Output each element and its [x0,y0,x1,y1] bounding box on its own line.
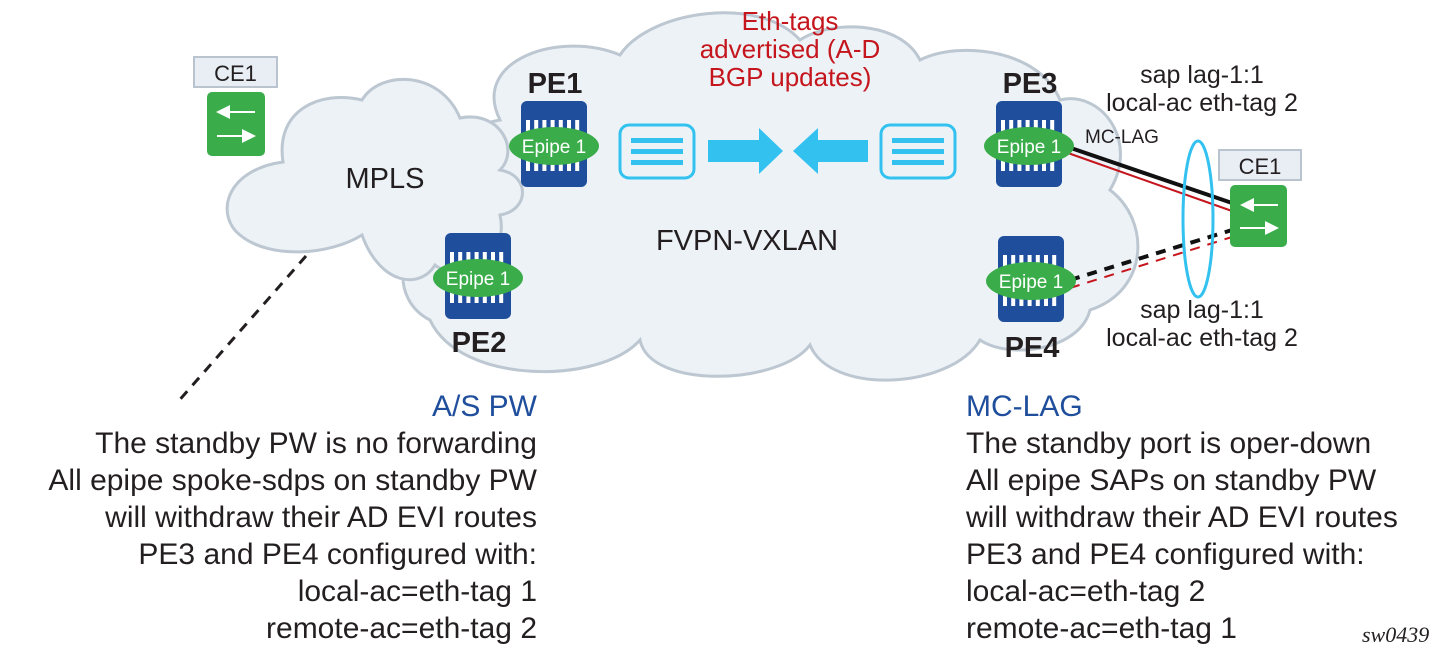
router-label: PE2 [452,327,507,359]
left-note-line: PE3 and PE4 configured with: [138,538,537,571]
service-label: Epipe 1 [446,269,510,290]
right-note-line: All epipe SAPs on standby PW [966,464,1377,497]
router-label: PE3 [1003,68,1058,100]
evpn-cloud [401,11,1140,382]
ce-left-label-box [193,56,278,88]
bgp-annotation-line-3: BGP updates) [709,62,872,92]
bgp-table-icon-right [879,123,957,180]
ce-left[interactable]: CE1 [193,56,278,156]
mc-lag-ellipse [1181,139,1215,299]
pe3-ce-link-red [1067,152,1233,212]
right-note-line: remote-ac=eth-tag 1 [966,612,1237,645]
left-note-line: will withdraw their AD EVI routes [105,501,537,534]
service-badge [984,127,1074,165]
switch-arrows-icon [207,92,265,156]
pointer-dashed-line [174,255,308,405]
router-pe4[interactable]: Epipe 1 PE4 [986,236,1076,364]
evpn-cloud-label: FVPN-VXLAN [656,225,838,257]
right-note-heading: MC-LAG [966,390,1083,423]
switch-arrows-icon [1230,185,1287,247]
service-label: Epipe 1 [522,137,586,158]
right-note-line: The standby port is oper-down [966,427,1372,460]
mc-lag-link-label: MC-LAG [1085,127,1159,148]
sap-bottom-line-2: local-ac eth-tag 2 [1106,324,1298,352]
ce-right-label: CE1 [1239,154,1282,179]
bgp-annotation-line-1: Eth-tags [742,6,839,36]
bgp-arrow-right-icon [708,128,783,174]
sap-top-line-2: local-ac eth-tag 2 [1106,89,1298,117]
service-badge [509,127,599,165]
bgp-arrow-left-icon [793,128,868,174]
mpls-cloud-label: MPLS [346,163,425,195]
left-note: A/S PW The standby PW is no forwarding A… [48,388,537,647]
right-note-line: local-ac=eth-tag 2 [966,575,1206,608]
ce-left-label: CE1 [214,61,257,86]
left-note-line: remote-ac=eth-tag 2 [266,612,537,645]
router-label: PE1 [528,68,583,100]
service-badge [433,259,523,297]
left-note-line: local-ac=eth-tag 1 [297,575,537,608]
left-note-line: The standby PW is no forwarding [95,427,537,460]
router-pe3[interactable]: Epipe 1 PE3 [984,68,1074,187]
bgp-table-icon-left [618,123,696,180]
figure-id: sw0439 [1362,622,1430,647]
left-note-heading: A/S PW [431,390,537,423]
router-label: PE4 [1005,332,1060,364]
router-pe1[interactable]: Epipe 1 PE1 [509,68,599,187]
service-label: Epipe 1 [999,272,1063,293]
bgp-annotation-line-2: advertised (A-D [700,34,881,64]
ce-right[interactable]: CE1 [1218,149,1302,247]
right-note-line: PE3 and PE4 configured with: [966,538,1365,571]
pe3-ce-link-black [1067,145,1233,205]
service-badge [986,262,1076,300]
sap-bottom-line-1: sap lag-1:1 [1140,296,1264,324]
ce-right-label-box [1218,149,1302,181]
mpls-cloud [225,77,524,282]
sap-top-line-1: sap lag-1:1 [1140,61,1264,89]
right-note-line: will withdraw their AD EVI routes [966,501,1398,534]
left-note-line: All epipe spoke-sdps on standby PW [48,464,537,497]
router-pe2[interactable]: Epipe 1 PE2 [433,233,523,359]
service-label: Epipe 1 [997,137,1061,158]
right-note: MC-LAG The standby port is oper-down All… [966,388,1398,647]
